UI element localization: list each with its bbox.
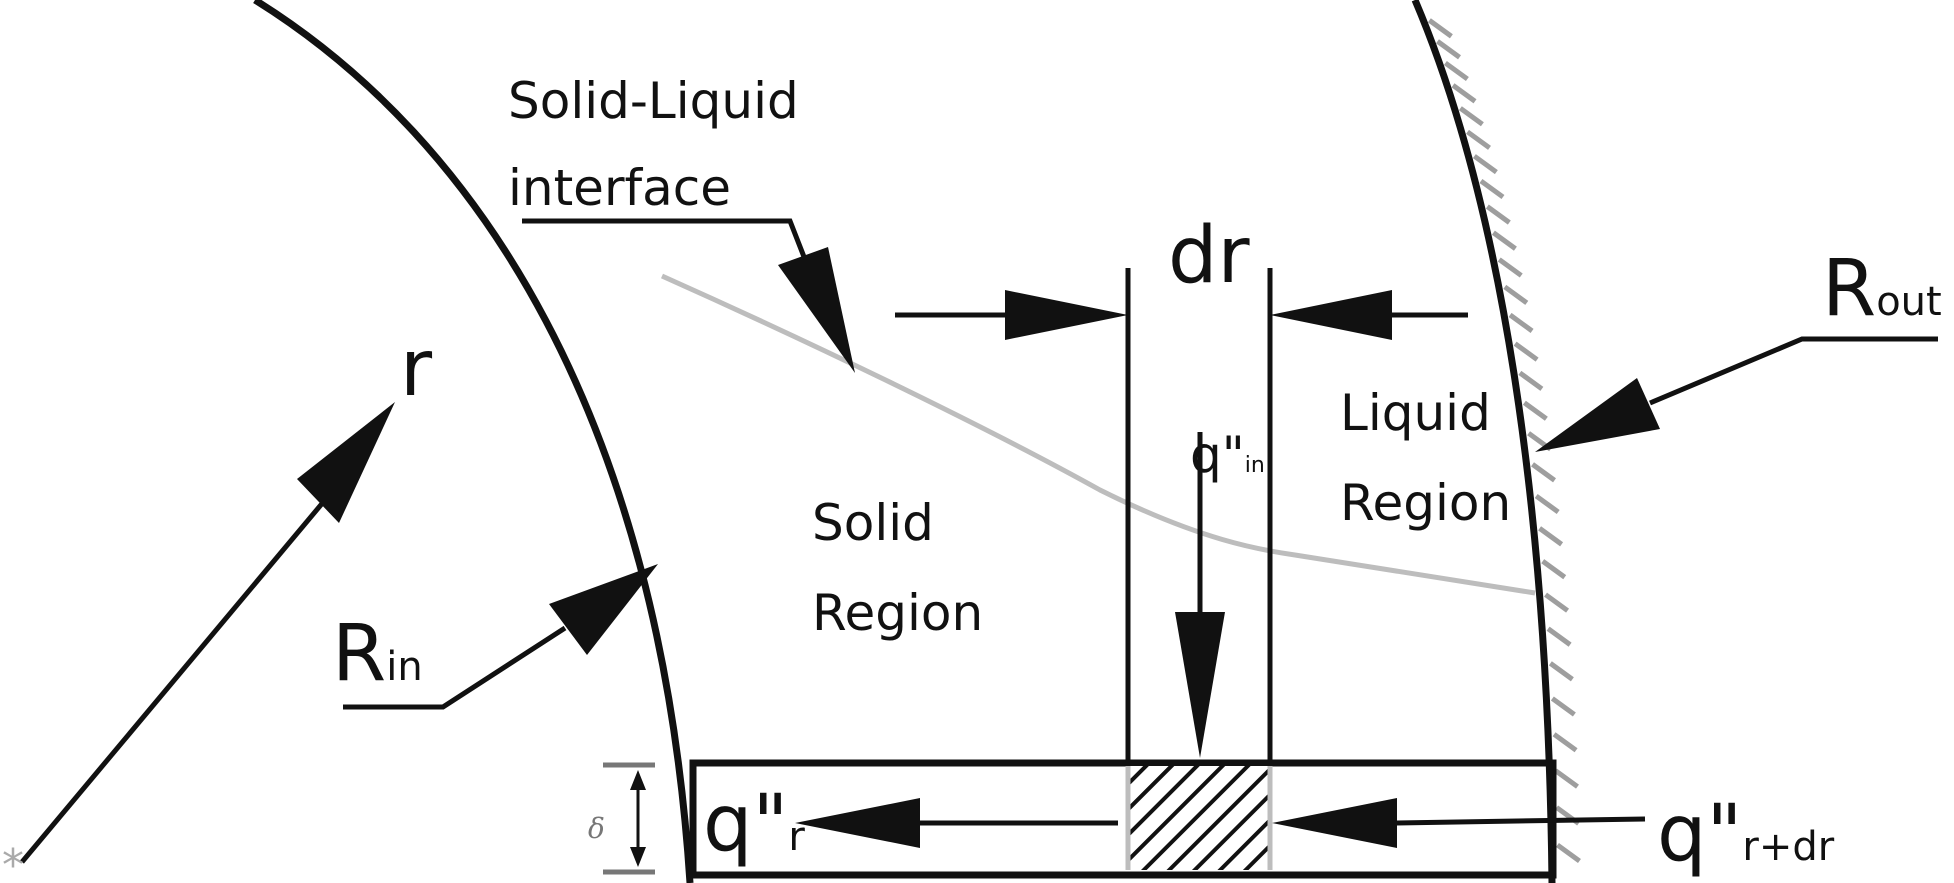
wall-hatch-tick [1550,696,1576,717]
solid-liquid-interface-curve [660,273,1536,596]
interface-label-line1: Solid-Liquid [508,72,799,130]
outer-wall-hatching [1427,18,1581,863]
q-in-arrow-head [1175,612,1225,758]
delta-arrow-up [630,770,646,790]
r-out-subscript: out [1876,279,1942,325]
wall-hatch-tick [1451,83,1477,104]
q-rdr-label: q"r+dr [1657,789,1835,879]
q-r-arrow-head [795,798,920,848]
wall-hatch-tick [1538,526,1564,547]
wall-hatch-tick [1427,18,1453,39]
dr-left-arrow-head [1005,290,1128,340]
q-in-main: q" [1190,426,1245,484]
q-in-label: q"in [1190,426,1265,484]
q-rdr-main: q" [1657,789,1742,879]
interface-leader-arrow-head [778,247,855,373]
wall-hatch-tick [1544,592,1570,613]
wall-hatch-tick [1472,154,1498,175]
outer-boundary-arc [1411,0,1556,883]
q-rdr-arrow-head [1272,798,1397,848]
wall-hatch-tick [1503,284,1529,305]
interface-leader-line [522,218,809,263]
r-out-leader-line [1649,336,1938,406]
liquid-region-label-line2: Region [1340,474,1511,532]
wall-hatch-tick [1458,106,1484,127]
r-out-label: Rout [1822,244,1942,334]
r-in-leader-line [343,625,567,710]
wall-hatch-tick [1534,493,1560,515]
wall-hatch-tick [1513,341,1539,362]
wall-hatch-tick [1479,178,1505,200]
wall-hatch-tick [1548,661,1574,682]
dr-label: dr [1168,211,1251,301]
wall-hatch-tick [1522,400,1548,421]
inner-boundary-arc [253,0,694,883]
q-r-label: q"r [703,779,805,869]
wall-hatch-tick [1508,312,1534,333]
wall-hatch-tick [1541,559,1567,580]
r-out-main: R [1822,244,1876,334]
r-origin-marker: * [2,840,24,883]
hatched-control-element [1128,766,1270,870]
r-radius-line [20,498,327,864]
r-radius-arrow-head [297,402,395,523]
wall-hatch-tick [1552,732,1578,753]
wall-hatch-tick [1485,204,1511,225]
wall-hatch-tick [1531,462,1556,483]
wall-hatch-tick [1554,768,1579,789]
interface-label-line2: interface [508,159,731,217]
r-in-label: Rin [332,609,423,699]
r-label: r [400,324,433,414]
q-r-subscript: r [788,814,805,860]
wall-hatch-tick [1555,842,1581,863]
wall-hatch-tick [1443,60,1469,82]
r-in-subscript: in [386,644,422,690]
q-in-subscript: in [1245,453,1265,478]
wall-hatch-tick [1497,257,1523,278]
wall-hatch-tick [1491,230,1517,251]
solid-region-label-line1: Solid [812,494,934,552]
r-in-main: R [332,609,386,699]
delta-arrow-down [630,847,646,867]
liquid-region-label-line1: Liquid [1340,384,1491,442]
q-rdr-subscript: r+dr [1742,824,1834,870]
delta-label: δ [588,812,605,845]
r-in-arrow-head [549,564,658,655]
wall-hatch-tick [1546,626,1572,647]
q-r-main: q" [703,779,788,869]
solid-region-label-line2: Region [812,584,983,642]
wall-hatch-tick [1518,370,1544,391]
r-out-arrow-head [1535,378,1660,452]
wall-hatch-tick [1436,39,1461,60]
q-rdr-arrow-shaft [1394,816,1646,826]
wall-hatch-tick [1466,129,1491,150]
dr-right-arrow-head [1270,290,1392,340]
